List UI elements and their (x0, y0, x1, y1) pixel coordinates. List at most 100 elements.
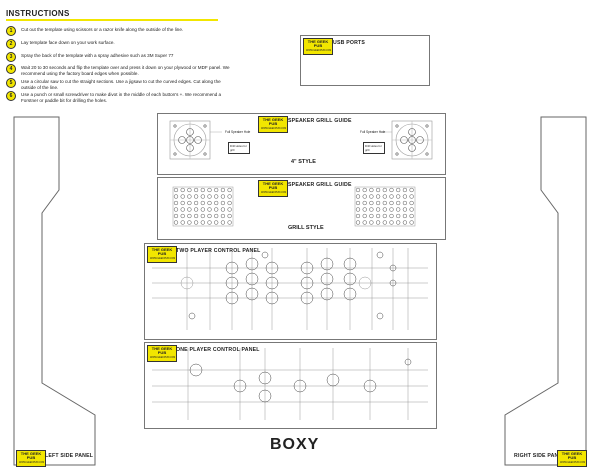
brand-tag: WWW.GEEKPUB.COM (306, 48, 332, 52)
grill-hole (214, 194, 219, 199)
grill-hole (200, 220, 205, 225)
left-side-panel-outline (13, 116, 96, 466)
grill-hole (409, 194, 414, 199)
step-text-6: Use a punch or small screwdriver to make… (21, 92, 222, 103)
grill-hole (389, 187, 394, 193)
grill-hole (180, 220, 185, 225)
usb-ports-panel: THE GEEK PUB WWW.GEEKPUB.COM USB PORTS (300, 35, 430, 86)
grill-hole (382, 207, 387, 212)
button-hole (343, 287, 357, 301)
speaker-grill-right-holes (354, 186, 416, 227)
one-player-control-panel: THE GEEK PUB WWW.GEEKPUB.COM ONE PLAYER … (144, 342, 437, 429)
speaker-grill-style-label: GRILL STYLE (288, 225, 324, 231)
speaker-4in-style-label: 4" STYLE (291, 159, 316, 165)
grill-hole (389, 213, 394, 219)
grill-hole (396, 207, 401, 212)
brand-name: THE GEEK PUB (262, 181, 284, 191)
brand-name: THE GEEK PUB (307, 39, 329, 49)
grill-hole (214, 187, 219, 193)
one-player-guides (152, 348, 428, 420)
grill-hole (193, 200, 199, 206)
one-player-brand-badge: THE GEEK PUB WWW.GEEKPUB.COM (147, 345, 177, 363)
grill-hole (173, 220, 179, 225)
grill-hole (362, 220, 367, 225)
button-hole (363, 379, 377, 393)
two-player-brand-badge: THE GEEK PUB WWW.GEEKPUB.COM (147, 246, 177, 264)
grill-hole (193, 187, 199, 193)
small-button-hole (389, 279, 397, 287)
grill-hole (375, 200, 381, 206)
speaker-4in-right (391, 120, 433, 160)
grill-hole (369, 187, 374, 193)
speaker-4in-left (169, 120, 211, 160)
button-hole (300, 291, 314, 305)
grill-hole (220, 207, 226, 212)
grill-hole (207, 207, 212, 212)
brand-tag: WWW.GEEKPUB.COM (150, 355, 176, 359)
speaker-4in-panel: THE GEEK PUB WWW.GEEKPUB.COM SPEAKER GRI… (157, 113, 446, 175)
grill-hole (193, 213, 199, 219)
grill-hole (409, 187, 414, 193)
usb-brand-badge: THE GEEK PUB WWW.GEEKPUB.COM (303, 38, 333, 56)
button-hole (326, 373, 340, 387)
button-hole (300, 261, 314, 275)
grill-hole (389, 207, 394, 212)
left-side-brand-badge: THE GEEK PUB WWW.GEEKPUB.COM (16, 450, 46, 468)
grill-hole (227, 187, 232, 193)
grill-hole (200, 207, 205, 212)
speaker-note-full-hole-left: Full Speaker Hole (225, 130, 251, 134)
grill-hole (200, 187, 205, 193)
right-side-panel-outline (504, 116, 587, 466)
speaker-note-full-hole-right: Full Speaker Hole (360, 130, 386, 134)
grill-hole (409, 200, 414, 206)
speaker-grill-title: SPEAKER GRILL GUIDE (288, 182, 352, 188)
brand-tag: WWW.GEEKPUB.COM (261, 190, 287, 194)
grill-hole (180, 187, 185, 193)
button-hole (225, 276, 239, 290)
grill-hole (409, 213, 414, 219)
grill-hole (187, 187, 192, 193)
grill-hole (396, 194, 401, 199)
button-hole (245, 287, 259, 301)
speaker-grill-panel: THE GEEK PUB WWW.GEEKPUB.COM SPEAKER GRI… (157, 177, 446, 240)
step-number-3: 3 (6, 52, 16, 62)
grill-hole (207, 200, 212, 206)
grill-hole (355, 187, 361, 193)
brand-name: THE GEEK PUB (151, 346, 173, 356)
button-hole (265, 291, 279, 305)
step-text-3: Spray the back of the template with a sp… (21, 53, 174, 58)
grill-hole (214, 220, 219, 225)
grill-hole (207, 187, 212, 193)
step-number-2: 2 (6, 39, 16, 49)
grill-hole (220, 220, 226, 225)
instructions-rule (6, 19, 218, 21)
grill-hole (369, 207, 374, 212)
brand-name: THE GEEK PUB (262, 117, 284, 127)
grill-hole (187, 194, 192, 199)
grill-hole (375, 187, 381, 193)
two-player-title: TWO PLAYER CONTROL PANEL (176, 248, 261, 254)
grill-hole (396, 200, 401, 206)
grill-hole (227, 207, 232, 212)
grill-hole (187, 220, 192, 225)
grill-hole (369, 213, 374, 219)
grill-hole (382, 200, 387, 206)
joystick-hole (189, 363, 203, 377)
grill-hole (362, 200, 367, 206)
small-button-hole (404, 358, 412, 366)
step-text-2: Lay template face down on your work surf… (21, 40, 115, 45)
grill-hole (369, 220, 374, 225)
grill-hole (193, 194, 199, 199)
step-number-5: 5 (6, 78, 16, 88)
small-button-hole (376, 312, 384, 320)
small-button-hole (261, 251, 269, 259)
speaker-grill-brand-badge: THE GEEK PUB WWW.GEEKPUB.COM (258, 180, 288, 198)
button-hole (300, 276, 314, 290)
button-hole (320, 272, 334, 286)
grill-hole (389, 200, 394, 206)
grill-hole (173, 194, 179, 199)
button-hole (225, 261, 239, 275)
button-hole (258, 389, 272, 403)
grill-hole (382, 220, 387, 225)
grill-hole (220, 187, 226, 193)
